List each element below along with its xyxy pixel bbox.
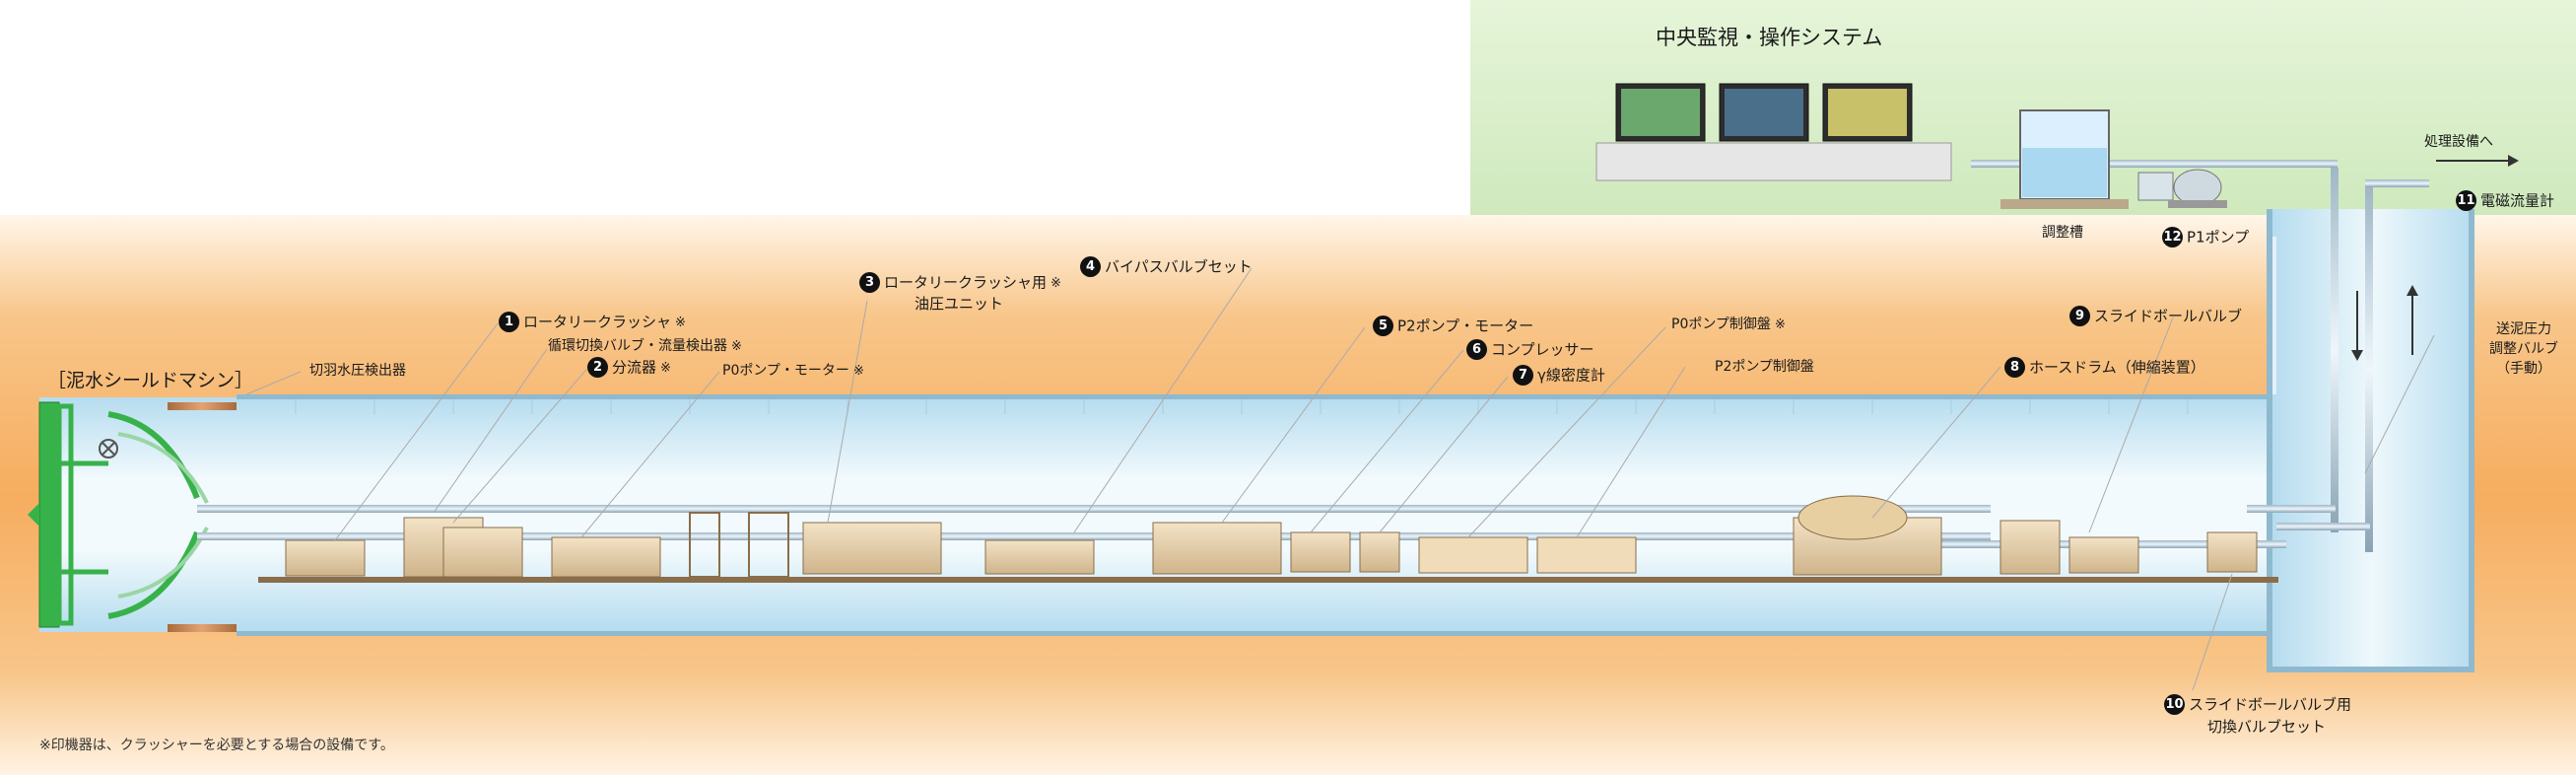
- shaft-wall-left: [2267, 209, 2272, 672]
- number-badge-8: 8: [2004, 357, 2025, 378]
- item-12-text: P1ポンプ: [2187, 228, 2250, 247]
- adjust-valve-label: 送泥圧力 調整バルブ （手動）: [2489, 319, 2558, 379]
- number-badge-5: 5: [1373, 316, 1393, 336]
- item-3-mark: ※: [1051, 276, 1061, 291]
- item-6-text: コンプレッサー: [1491, 340, 1594, 359]
- adjust-valve-line2: 調整バルブ: [2489, 341, 2558, 357]
- p1-pump: [2137, 169, 2227, 208]
- shield-machine: [28, 401, 237, 632]
- number-badge-7: 7: [1513, 365, 1533, 386]
- item-10-text-line2: 切換バルブセット: [2207, 718, 2327, 736]
- shaft-floor: [2267, 667, 2474, 672]
- item-1-text: ロータリークラッシャ: [523, 313, 672, 331]
- tank-label: 調整槽: [2042, 225, 2083, 241]
- label-p2-panel: P2ポンプ制御盤: [1715, 359, 1814, 375]
- item-2-mark: ※: [660, 361, 671, 376]
- label-p0-panel: P0ポンプ制御盤※: [1671, 315, 1786, 335]
- shield-machine-label: ［泥水シールドマシン］: [47, 370, 254, 391]
- leader-lines: [245, 267, 2435, 691]
- number-badge-2: 2: [587, 357, 608, 378]
- p0-pump-text: P0ポンプ・モーター: [722, 363, 849, 379]
- adjust-valve-line1: 送泥圧力: [2496, 321, 2551, 337]
- label-p0-pump: P0ポンプ・モーター※: [722, 361, 864, 382]
- number-badge-11: 11: [2456, 190, 2476, 211]
- item-5-text: P2ポンプ・モーター: [1397, 317, 1534, 335]
- item-7-text: γ線密度計: [1537, 366, 1605, 385]
- tunnel: [39, 397, 2276, 632]
- item-3-text: ロータリークラッシャ用: [884, 273, 1048, 292]
- item-3-text-line2: 油圧ユニット: [915, 295, 1004, 313]
- item-8-text: ホースドラム（伸縮装置）: [2029, 358, 2205, 377]
- tunnel-rail: [258, 577, 2278, 583]
- system-title: 中央監視・操作システム: [1656, 26, 1883, 49]
- number-badge-12: 12: [2162, 227, 2183, 247]
- footnote: ※印機器は、クラッシャーを必要とする場合の設備です。: [39, 738, 394, 753]
- valve-flow-text: 循環切換バルブ・流量検出器: [548, 338, 727, 354]
- control-monitors: [1595, 83, 1952, 181]
- p0-panel-mark: ※: [1774, 317, 1786, 332]
- item-9-text: スライドボールバルブ: [2094, 307, 2243, 325]
- item-10-text: スライドボールバルブ用: [2189, 695, 2352, 714]
- flow-arrows: [2351, 155, 2519, 361]
- tunnel-wall-top: [237, 394, 2267, 399]
- number-badge-4: 4: [1080, 256, 1101, 277]
- number-badge-1: 1: [499, 312, 519, 332]
- equipment-train: [285, 495, 2258, 578]
- item-2-text: 分流器: [612, 358, 657, 377]
- tunnel-wall-bottom: [237, 631, 2276, 636]
- adjust-valve-line3: （手動）: [2496, 361, 2551, 377]
- number-badge-10: 10: [2164, 694, 2185, 715]
- shaft-wall-right: [2469, 209, 2474, 672]
- valve-flow-mark: ※: [731, 339, 742, 354]
- item-11-text: 電磁流量計: [2480, 191, 2555, 210]
- face-pressure-label: 切羽水圧検出器: [309, 363, 406, 379]
- p0-panel-text: P0ポンプ制御盤: [1671, 317, 1771, 332]
- number-badge-9: 9: [2069, 306, 2090, 326]
- item-4-text: バイパスバルブセット: [1105, 257, 1253, 276]
- label-valve-flow: 循環切換バルブ・流量検出器 ※: [548, 336, 742, 357]
- item-1-mark: ※: [675, 316, 686, 330]
- adjustment-tank: [2000, 109, 2129, 209]
- number-badge-6: 6: [1466, 339, 1487, 360]
- p0-pump-mark: ※: [852, 364, 864, 379]
- number-badge-3: 3: [859, 272, 880, 293]
- to-treatment-label: 処理設備へ: [2424, 134, 2493, 150]
